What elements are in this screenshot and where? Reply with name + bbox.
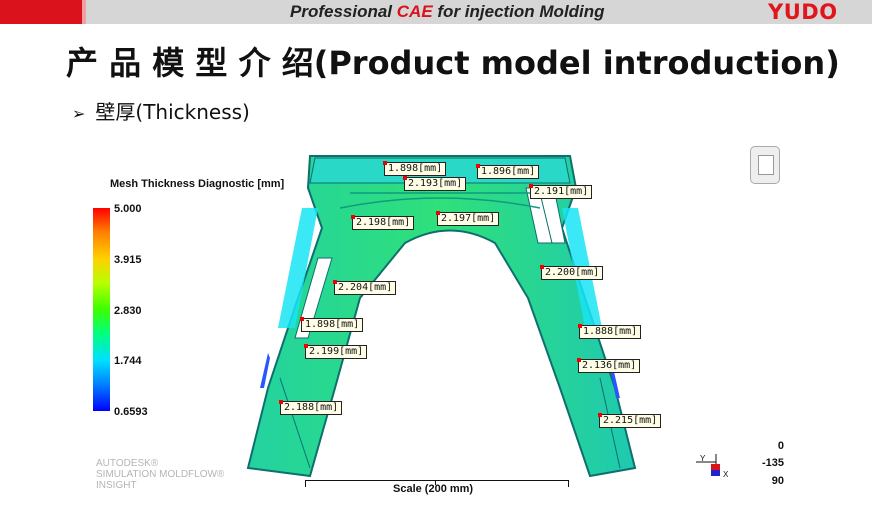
rotation-value: 90 bbox=[771, 475, 784, 487]
rotation-value: -135 bbox=[761, 457, 784, 469]
thickness-callout: 2.204[mm] bbox=[332, 280, 397, 295]
scale-bar-midtick bbox=[435, 480, 436, 485]
thickness-callout: 2.197[mm] bbox=[435, 211, 500, 226]
legend-title: Mesh Thickness Diagnostic [mm] bbox=[110, 178, 285, 190]
thickness-callout: 1.888[mm] bbox=[577, 324, 642, 339]
view-cube-face[interactable] bbox=[758, 155, 774, 175]
legend-tick: 1.744 bbox=[114, 355, 142, 367]
thickness-callout: 1.898[mm] bbox=[299, 317, 364, 332]
legend-tick: 2.830 bbox=[114, 305, 142, 317]
thickness-callout: 2.136[mm] bbox=[576, 358, 641, 373]
thickness-callout: 2.188[mm] bbox=[278, 400, 343, 415]
color-scale-bar bbox=[93, 208, 110, 411]
slide-header: Professional CAE for injection Molding Y… bbox=[0, 0, 872, 26]
scale-label: Scale (200 mm) bbox=[393, 483, 474, 495]
product-model-render[interactable] bbox=[240, 148, 660, 478]
page-title: 产 品 模 型 介 绍(Product model introduction) bbox=[66, 44, 840, 82]
thickness-callout: 1.898[mm] bbox=[382, 161, 447, 176]
brand-logo: YUDO bbox=[768, 0, 838, 24]
rotation-value: 0 bbox=[777, 440, 784, 452]
thickness-callout: 1.896[mm] bbox=[475, 164, 540, 179]
header-bar bbox=[86, 0, 872, 24]
bullet-item: ➢ 壁厚(Thickness) bbox=[72, 96, 250, 125]
axis-label-y: Y bbox=[700, 454, 706, 463]
header-accent-stripe bbox=[82, 0, 88, 24]
watermark-line: SIMULATION MOLDFLOW® bbox=[96, 469, 225, 480]
legend-tick: 5.000 bbox=[114, 203, 142, 215]
thickness-callout: 2.193[mm] bbox=[402, 176, 467, 191]
thickness-callout: 2.198[mm] bbox=[350, 215, 415, 230]
legend-tick: 0.6593 bbox=[114, 406, 148, 418]
thickness-callout: 2.215[mm] bbox=[597, 413, 662, 428]
thickness-callout: 2.199[mm] bbox=[303, 344, 368, 359]
watermark-line: AUTODESK® bbox=[96, 458, 159, 469]
thickness-callout: 2.200[mm] bbox=[539, 265, 604, 280]
arrow-bullet-icon: ➢ bbox=[72, 104, 86, 123]
header-title: Professional CAE for injection Molding bbox=[290, 2, 605, 21]
header-accent-block bbox=[0, 0, 82, 24]
watermark-line: INSIGHT bbox=[96, 480, 137, 491]
scale-bar bbox=[305, 480, 569, 487]
view-cube-icon[interactable] bbox=[750, 146, 780, 184]
axis-label-x: X bbox=[723, 470, 729, 479]
thickness-callout: 2.191[mm] bbox=[528, 184, 593, 199]
moldflow-watermark: AUTODESK® SIMULATION MOLDFLOW® INSIGHT bbox=[96, 458, 224, 491]
legend-tick: 3.915 bbox=[114, 254, 142, 266]
bullet-text: 壁厚(Thickness) bbox=[95, 100, 250, 124]
axis-triad-icon: Y X bbox=[696, 454, 729, 479]
